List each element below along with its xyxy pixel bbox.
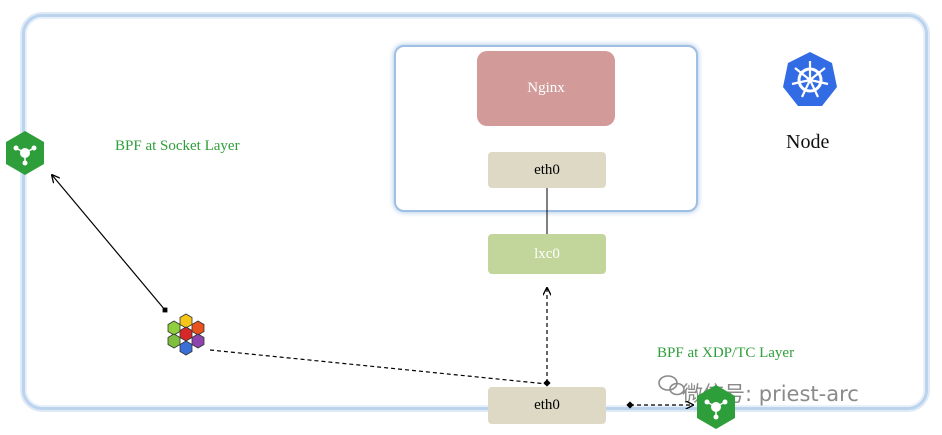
lxc0-box: lxc0 bbox=[488, 234, 606, 274]
cilium-hexagon-icon bbox=[167, 313, 205, 356]
socket-app-arrow bbox=[52, 175, 165, 310]
app-hexagon-icon bbox=[6, 131, 44, 175]
cilium-eth0-dashed-line bbox=[209, 349, 548, 385]
node-eth0-label: eth0 bbox=[534, 397, 560, 413]
pod-eth0-box: eth0 bbox=[488, 152, 606, 188]
nginx-box: Nginx bbox=[477, 51, 615, 126]
kubernetes-icon bbox=[783, 52, 837, 106]
node-eth0-box: eth0 bbox=[488, 387, 606, 424]
node-label: Node bbox=[786, 131, 830, 153]
lxc0-label: lxc0 bbox=[534, 245, 560, 262]
bpf-socket-layer-label: BPF at Socket Layer bbox=[115, 138, 240, 154]
wechat-icon bbox=[658, 375, 685, 396]
bpf-xdp-tc-layer-label: BPF at XDP/TC Layer bbox=[657, 345, 795, 361]
pod-eth0-label: eth0 bbox=[534, 161, 560, 178]
nginx-label: Nginx bbox=[527, 80, 565, 96]
xdp-app-hexagon-icon bbox=[697, 385, 735, 429]
